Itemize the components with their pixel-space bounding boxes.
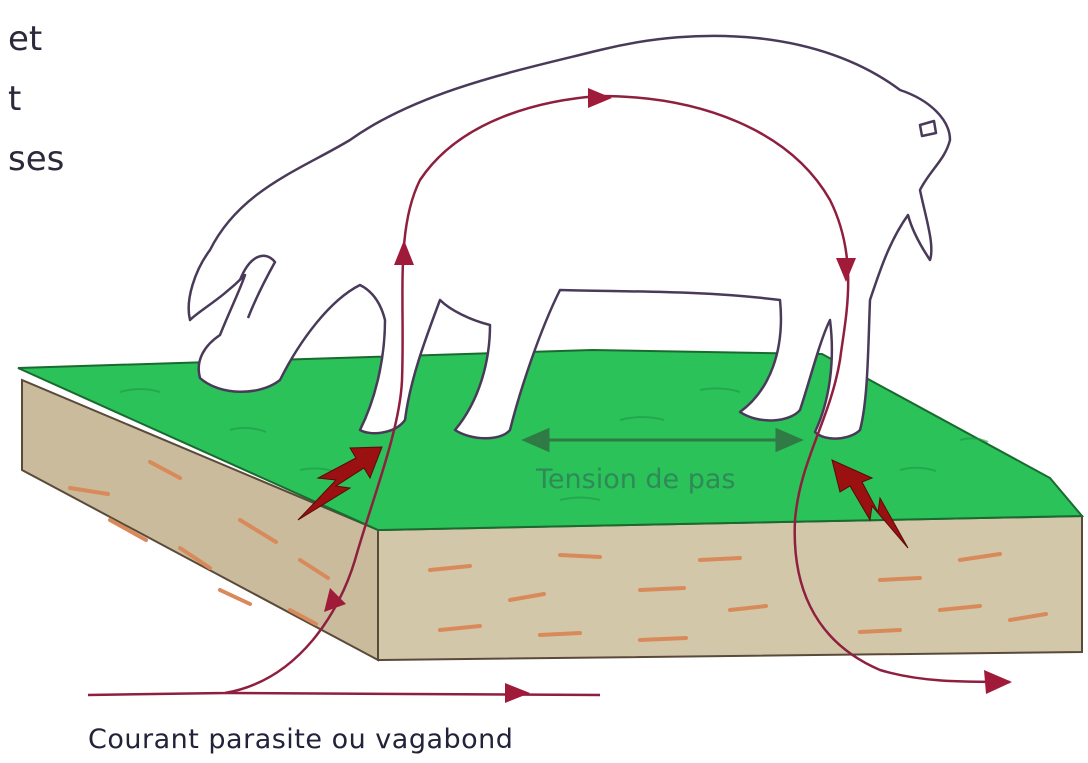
arrow-head-bottom <box>505 683 530 703</box>
arrow-head-right <box>984 670 1012 694</box>
text-fragment-1: et <box>8 22 42 56</box>
caption: Courant parasite ou vagabond <box>88 724 513 755</box>
text-fragment-2: t <box>8 82 21 116</box>
tension-label: Tension de pas <box>535 464 736 495</box>
soil-front-face <box>378 516 1082 660</box>
current-path-bottom <box>225 693 600 695</box>
text-fragment-3: ses <box>8 142 64 176</box>
pig-snout <box>920 121 936 136</box>
